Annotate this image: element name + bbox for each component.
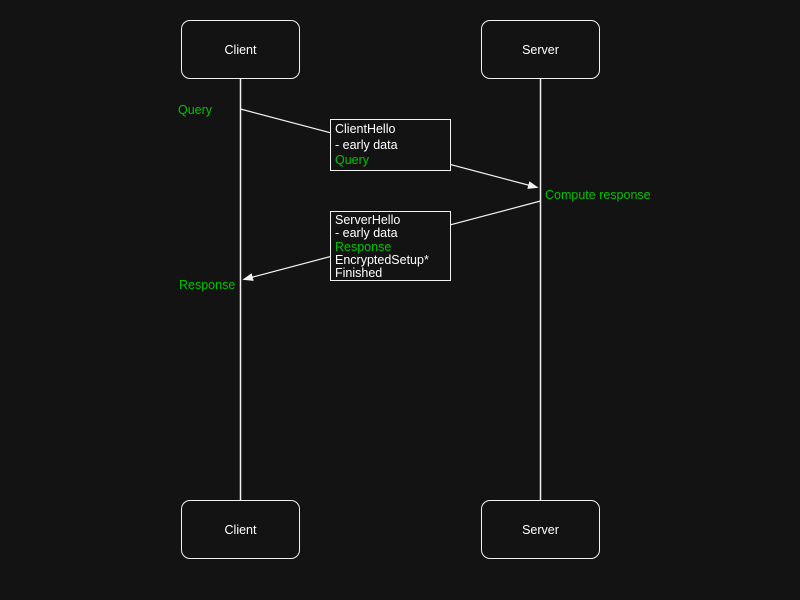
message-line: Response — [335, 239, 392, 254]
message-line: - early data — [335, 226, 398, 241]
message-line: - early data — [335, 137, 398, 152]
actor-box-server-bottom: Server — [481, 500, 600, 559]
serverhello-message-box: ServerHello - early data Response Encryp… — [330, 211, 451, 281]
response-annotation: Response — [179, 278, 236, 292]
compute-response-annotation: Compute response — [545, 188, 651, 202]
clienthello-message-box: ClientHello - early data Query — [330, 119, 451, 171]
message-line: Finished — [335, 266, 383, 281]
actor-box-client-top: Client — [181, 20, 300, 79]
message-line: Query — [335, 153, 370, 167]
message-line: ServerHello — [335, 213, 401, 227]
query-annotation: Query — [178, 103, 213, 117]
actor-label-server-top: Server — [522, 42, 559, 57]
actor-label-client-bottom: Client — [224, 522, 257, 537]
message-line: EncryptedSetup* — [335, 252, 429, 267]
message-line: ClientHello — [335, 122, 396, 136]
actor-label-client-top: Client — [224, 42, 257, 57]
actor-box-client-bottom: Client — [181, 500, 300, 559]
actor-box-server-top: Server — [481, 20, 600, 79]
actor-label-server-bottom: Server — [522, 522, 559, 537]
